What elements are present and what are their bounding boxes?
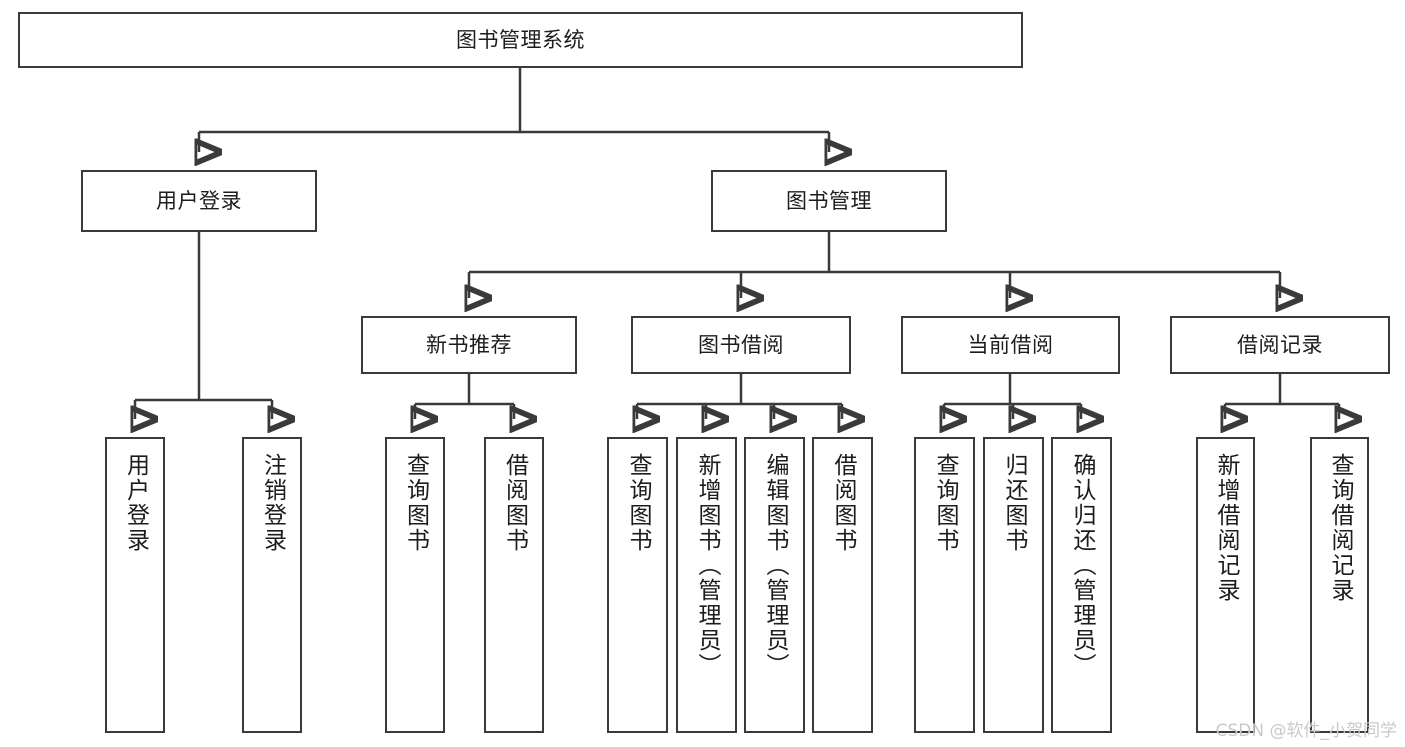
leaf-node[interactable]: 归还图书 [983,437,1044,733]
leaf-node[interactable]: 注销登录 [242,437,302,733]
leaf-node-label: 借阅图书 [501,453,528,553]
node-new-book-recommend[interactable]: 新书推荐 [361,316,577,374]
node-root[interactable]: 图书管理系统 [18,12,1023,68]
leaf-node[interactable]: 借阅图书 [812,437,873,733]
node-book-borrow-label: 图书借阅 [698,332,784,357]
leaf-node[interactable]: 查询借阅记录 [1310,437,1369,733]
leaf-node-label: 注销登录 [259,453,286,553]
node-new-book-recommend-label: 新书推荐 [426,332,512,357]
leaf-node-label: 编辑图书（管理员） [762,453,788,678]
leaf-node[interactable]: 查询图书 [914,437,975,733]
leaf-node[interactable]: 确认归还（管理员） [1051,437,1112,733]
leaf-node-label: 查询图书 [932,453,958,553]
leaf-node-label: 用户登录 [122,453,149,553]
node-borrow-record-label: 借阅记录 [1237,332,1323,357]
node-user-login-label: 用户登录 [156,188,242,213]
leaf-node-label: 查询借阅记录 [1327,453,1353,603]
leaf-node[interactable]: 查询图书 [607,437,668,733]
watermark: CSDN @软件_小贺同学 [1215,721,1397,741]
leaf-node[interactable]: 编辑图书（管理员） [744,437,805,733]
node-user-login[interactable]: 用户登录 [81,170,317,232]
leaf-node-label: 借阅图书 [830,453,856,553]
leaf-node[interactable]: 查询图书 [385,437,445,733]
leaf-node[interactable]: 用户登录 [105,437,165,733]
node-current-borrow[interactable]: 当前借阅 [901,316,1120,374]
leaf-node-label: 确认归还（管理员） [1069,453,1095,678]
leaf-node-label: 新增借阅记录 [1213,453,1239,603]
node-book-borrow[interactable]: 图书借阅 [631,316,851,374]
leaf-node-label: 归还图书 [1001,453,1027,553]
node-root-label: 图书管理系统 [456,27,585,52]
node-current-borrow-label: 当前借阅 [967,332,1054,357]
node-borrow-record[interactable]: 借阅记录 [1170,316,1390,374]
leaf-node-label: 新增图书（管理员） [694,453,720,678]
leaf-node[interactable]: 借阅图书 [484,437,544,733]
leaf-node[interactable]: 新增图书（管理员） [676,437,737,733]
leaf-node-label: 查询图书 [402,453,429,553]
node-book-management[interactable]: 图书管理 [711,170,947,232]
node-book-management-label: 图书管理 [786,188,872,213]
leaf-node-label: 查询图书 [625,453,651,553]
leaf-node[interactable]: 新增借阅记录 [1196,437,1255,733]
